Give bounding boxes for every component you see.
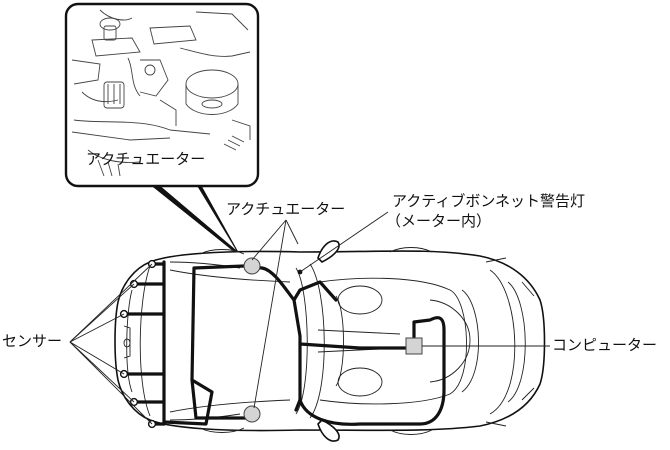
car-outline (114, 250, 546, 432)
engine-bay-sketch (71, 9, 251, 177)
actuator-label: アクチュエーター (226, 200, 345, 218)
inset-frame (64, 2, 260, 188)
warning-lamp-sub-label: （メーター内） (386, 212, 491, 230)
actuator-left (243, 257, 261, 275)
warning-lamp-leader (299, 211, 389, 273)
right-mirror (317, 419, 340, 442)
actuator-right (243, 405, 261, 423)
sensor-leader-4 (69, 341, 125, 375)
actuator-leader-right (253, 219, 287, 409)
computer-label: コンピューター (552, 336, 657, 354)
sensor-leader-6 (69, 341, 153, 425)
sensor-leader-1 (69, 263, 153, 343)
wiring-harness (122, 260, 446, 426)
sensor-leader-3 (69, 313, 125, 343)
leader-lines (69, 211, 550, 425)
left-mirror (317, 240, 340, 263)
sensor-leader-5 (69, 341, 135, 403)
warning-lamp-label: アクティブボンネット警告灯 (392, 192, 585, 210)
actuator-leader-joint (285, 219, 299, 245)
actuator-leader-left (251, 219, 287, 261)
inset-panel: アクチュエーター (64, 2, 260, 257)
computer-unit (405, 337, 423, 355)
inset-actuator-label: アクチュエーター (86, 150, 205, 168)
sensor-leader-2 (69, 283, 135, 343)
sensor-label: センサー (2, 332, 62, 350)
car-body (114, 240, 546, 442)
